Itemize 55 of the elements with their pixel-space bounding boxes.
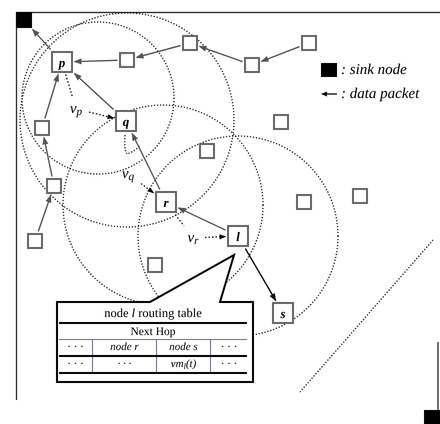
legend-text: : data packet (341, 86, 420, 102)
arrow (32, 28, 52, 50)
node-label: l (236, 230, 240, 242)
sensor-node (199, 143, 215, 159)
legend-text: : sink node (341, 62, 407, 78)
node-label: v$_{q}$ (116, 163, 140, 185)
arrow (42, 136, 53, 177)
sensor-node (147, 257, 163, 273)
table-cell-text: · · · (67, 359, 84, 370)
table-cell-text: · · · (220, 359, 238, 370)
table-cell-text: · · · (118, 359, 132, 370)
column-header: Next Hop (130, 326, 176, 339)
sensor-node (296, 194, 312, 210)
arrow (178, 207, 226, 231)
table-cell-text: · · · (220, 342, 238, 353)
arrow (204, 234, 226, 240)
sensor-node (227, 225, 249, 247)
sensor-node (182, 35, 198, 51)
table-cell-text: node r (110, 342, 139, 353)
arrow (44, 74, 60, 119)
table-cell-text: vm$_{l}$(t) (170, 359, 196, 370)
arrow (260, 46, 300, 62)
sensor-node (244, 57, 260, 73)
arrow (198, 46, 243, 62)
sensor-node (115, 110, 137, 132)
sensor-node (155, 191, 177, 213)
sensor-node (352, 188, 368, 204)
arrow (74, 58, 118, 64)
sensor-node (119, 52, 135, 68)
node-label: s (280, 306, 286, 320)
table-cell-text: · · · (67, 342, 84, 353)
arrow (132, 132, 160, 190)
sensor-node (27, 233, 43, 249)
node-label: r (163, 196, 169, 208)
arrow (88, 112, 114, 120)
node-label: p (58, 56, 66, 68)
arrow (38, 194, 52, 232)
arrow (244, 248, 276, 302)
sensor-node (272, 302, 294, 324)
node-label: q (122, 114, 130, 128)
sensor-node (301, 35, 317, 51)
sensor-node (46, 178, 62, 194)
node-label: v$_{r}$ (182, 227, 204, 249)
routing-table-callout (56, 253, 254, 383)
sensor-node (51, 51, 73, 73)
sink-node (16, 12, 32, 28)
arrow (140, 183, 154, 194)
arrow (136, 44, 181, 58)
sink-node (424, 410, 440, 424)
sensor-node (273, 114, 289, 130)
sensor-node (34, 120, 50, 136)
table-cell-text: node s (169, 342, 198, 353)
arrow (74, 72, 114, 110)
node-label: v$_{p}$ (64, 98, 88, 120)
table-title: node l routing table (104, 306, 202, 320)
